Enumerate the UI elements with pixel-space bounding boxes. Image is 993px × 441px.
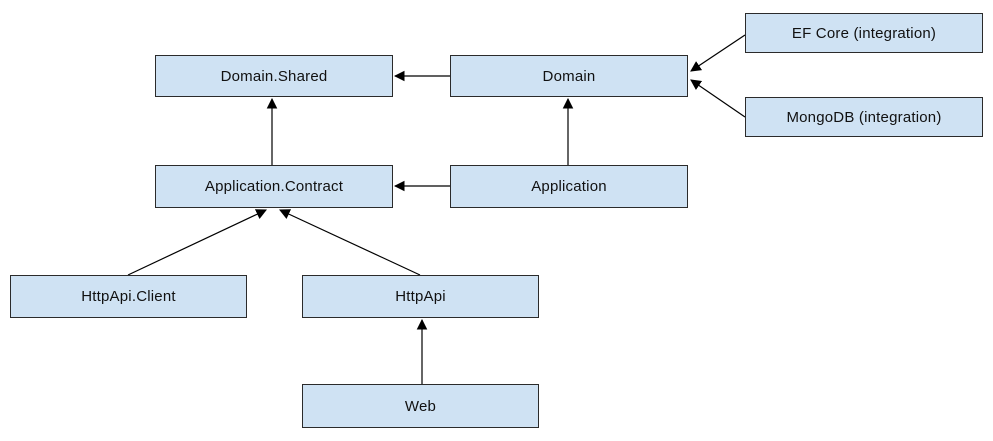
node-web-label: Web (404, 397, 437, 415)
edge-mongodb-to-domain (690, 79, 746, 118)
node-httpapi-client: HttpApi.Client (10, 275, 247, 318)
node-ef-core-integration-label: EF Core (integration) (791, 24, 937, 42)
node-web: Web (302, 384, 539, 428)
node-mongodb-integration-label: MongoDB (integration) (786, 108, 942, 126)
node-httpapi-client-label: HttpApi.Client (81, 288, 176, 305)
node-domain-shared-label: Domain.Shared (220, 67, 328, 85)
node-application: Application (450, 165, 688, 208)
node-domain-label: Domain (542, 67, 596, 85)
node-application-label: Application (531, 178, 607, 195)
node-mongodb-integration: MongoDB (integration) (745, 97, 983, 137)
node-domain: Domain (450, 55, 688, 97)
node-domain-shared: Domain.Shared (155, 55, 393, 97)
edge-efcore-to-domain (690, 34, 746, 72)
node-httpapi: HttpApi (302, 275, 539, 318)
node-httpapi-label: HttpApi (395, 288, 446, 305)
edge-httpapi-to-application-contract (279, 209, 421, 276)
node-ef-core-integration: EF Core (integration) (745, 13, 983, 53)
node-application-contract-label: Application.Contract (204, 178, 344, 195)
edge-httpapi-client-to-application-contract (127, 209, 267, 276)
node-application-contract: Application.Contract (155, 165, 393, 208)
